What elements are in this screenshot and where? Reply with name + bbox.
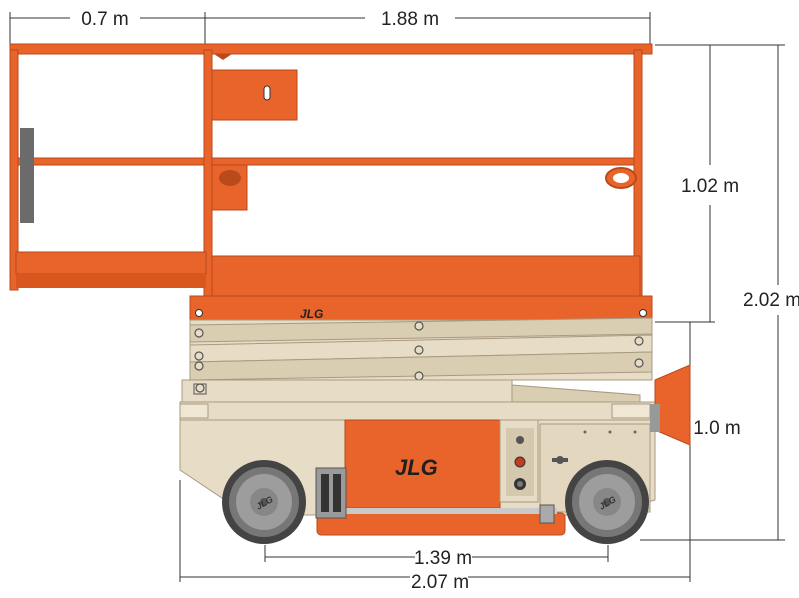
dim-guardrail-height: 1.02 m	[681, 176, 739, 197]
wheel-front: JLG	[222, 460, 306, 544]
wheel-rear: JLG	[565, 460, 649, 544]
dim-wheelbase: 1.39 m	[414, 548, 472, 569]
dim-overall-height: 2.02 m	[743, 290, 799, 311]
chassis: JLG	[179, 364, 691, 536]
dim-overall-length: 2.07 m	[411, 572, 469, 593]
guardrail	[9, 43, 653, 306]
dimension-lines	[9, 12, 785, 582]
platform-logo: JLG	[300, 307, 323, 321]
dim-platform-extension: 0.7 m	[81, 9, 129, 30]
base-logo: JLG	[395, 455, 438, 480]
dim-stowed-height: 1.0 m	[693, 418, 741, 439]
scissor-stack: JLG	[189, 307, 653, 381]
main-deck	[189, 255, 653, 321]
extension-deck	[15, 251, 207, 288]
dim-platform-length: 1.88 m	[381, 9, 439, 30]
dimension-labels: 0.7 m 1.88 m 1.02 m 2.02 m 1.0 m 1.39 m …	[81, 9, 799, 593]
